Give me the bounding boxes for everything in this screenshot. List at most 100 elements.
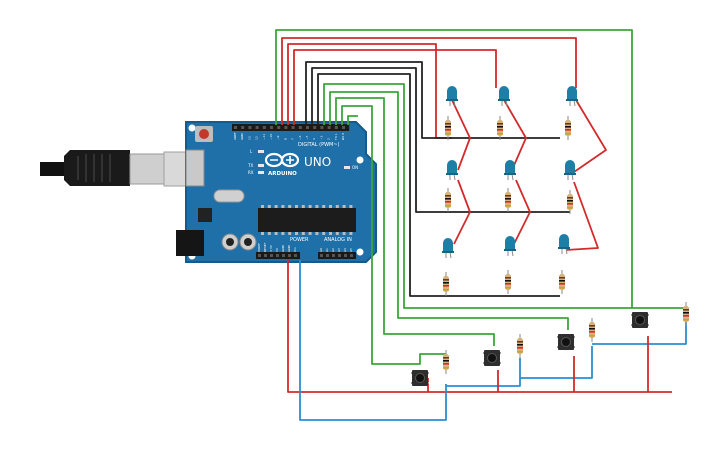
header-pin[interactable] (282, 254, 285, 257)
pin-label: 3.3V (269, 244, 273, 252)
led (566, 86, 578, 107)
header-pin[interactable] (270, 126, 273, 129)
header-pin[interactable] (276, 254, 279, 257)
header-pin[interactable] (270, 254, 273, 257)
header-pin[interactable] (298, 126, 302, 129)
header-pin[interactable] (313, 126, 317, 129)
pin-label: GND (287, 244, 291, 252)
pushbutton-cap[interactable] (635, 315, 645, 325)
pushbutton-cap[interactable] (487, 353, 497, 363)
chip-pin (288, 232, 292, 235)
wire-red-5v (287, 260, 672, 393)
pushbutton[interactable] (483, 350, 501, 366)
wire-green (347, 115, 358, 125)
usb-plug-body (64, 150, 130, 186)
resistor-band (443, 289, 449, 291)
capacitor-top (244, 238, 252, 246)
resistor-band (443, 357, 449, 359)
resistor (559, 270, 565, 294)
wire-red (453, 179, 471, 245)
mounting-hole (356, 248, 364, 256)
header-pin[interactable] (294, 254, 297, 257)
header-pin[interactable] (326, 254, 329, 257)
led (504, 160, 516, 181)
led (498, 86, 510, 107)
header-pin[interactable] (264, 254, 267, 257)
header-pin[interactable] (234, 126, 237, 129)
power-jack (176, 230, 204, 256)
resistor-band (565, 133, 571, 135)
header-pin[interactable] (320, 126, 324, 129)
resistor-band (443, 360, 449, 362)
wire-red (565, 181, 599, 251)
header-pin[interactable] (291, 126, 295, 129)
wire-red (281, 37, 577, 125)
resistor (517, 334, 523, 358)
resistor-band (443, 367, 449, 369)
header-pin[interactable] (344, 254, 347, 257)
wire-blue (520, 346, 593, 379)
resistor-band (683, 315, 689, 317)
header-pin[interactable] (241, 126, 245, 129)
header-pin[interactable] (327, 126, 331, 129)
header-pin[interactable] (277, 126, 281, 129)
resistor-band (559, 277, 565, 279)
header-pin[interactable] (342, 126, 345, 129)
header-pin[interactable] (288, 254, 291, 257)
header-pin[interactable] (306, 126, 309, 129)
resistor (589, 318, 595, 342)
wire-red (513, 179, 531, 245)
header-pin[interactable] (320, 254, 323, 257)
pin-label: A4 (343, 248, 347, 252)
header-pin[interactable] (248, 126, 252, 129)
resistor-band (497, 123, 503, 125)
led (442, 238, 454, 259)
resistor-band (445, 123, 451, 125)
wire-red (293, 49, 497, 125)
header-pin[interactable] (255, 126, 259, 129)
resistor (445, 116, 451, 140)
resistor-band (497, 126, 503, 128)
pushbutton[interactable] (557, 334, 575, 350)
wire-red (451, 99, 471, 171)
led-label-rx: RX (248, 170, 254, 175)
led (504, 236, 516, 257)
pushbutton[interactable] (631, 312, 649, 328)
pushbutton[interactable] (411, 370, 429, 386)
resistors (443, 116, 689, 374)
resistor-band (443, 285, 449, 287)
resistor-band (517, 347, 523, 349)
pushbutton-cap[interactable] (415, 373, 425, 383)
resistor (443, 272, 449, 296)
header-pin[interactable] (338, 254, 341, 257)
header-pin[interactable] (262, 126, 266, 129)
wire-black (311, 67, 570, 213)
wire-green (335, 97, 495, 346)
pin-label: ~6 (298, 135, 302, 140)
led (446, 86, 458, 107)
resistor (505, 270, 511, 294)
chip-pin (288, 205, 292, 208)
chip-pin (342, 232, 346, 235)
header-pin[interactable] (284, 126, 288, 129)
pin-label: A0 (319, 248, 323, 252)
header-strip (232, 124, 350, 131)
chip-pin (322, 232, 326, 235)
board-brand: ARDUINO (268, 171, 297, 177)
led-rim (558, 247, 570, 249)
pushbutton-cap[interactable] (561, 337, 571, 347)
resistor (497, 116, 503, 140)
header-pin[interactable] (258, 254, 261, 257)
led-rim (564, 173, 576, 175)
wire-green (275, 29, 686, 309)
analog-header-label: ANALOG IN (324, 237, 352, 243)
header-pin[interactable] (334, 126, 338, 129)
chip-pins (261, 232, 353, 235)
pin-label: RESET (263, 242, 267, 252)
voltage-regulator (198, 208, 212, 222)
resistor-band (505, 198, 511, 200)
header-pin[interactable] (350, 254, 353, 257)
header-pin[interactable] (332, 254, 335, 257)
resistor-band (567, 197, 573, 199)
resistor-band (497, 129, 503, 131)
